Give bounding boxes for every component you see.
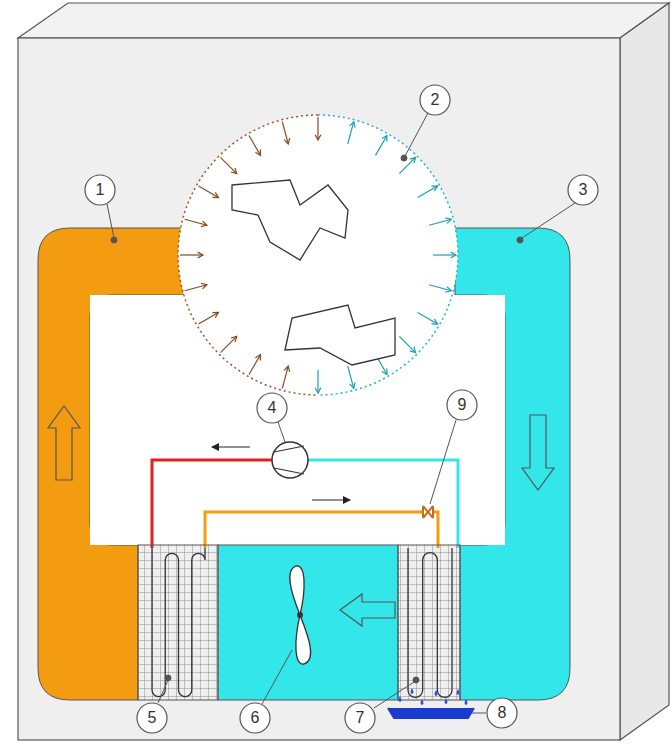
callout-number: 3: [568, 175, 598, 205]
callout-ring: [487, 698, 517, 728]
flow-arrow: [48, 406, 80, 480]
flow-arrow: [340, 594, 395, 626]
callout-ring: [257, 393, 287, 423]
condenser: [138, 545, 218, 700]
housing-side: [620, 3, 669, 740]
drum: [178, 115, 458, 395]
leader-lines: [107, 113, 575, 713]
evaporator: [398, 545, 460, 700]
callout-number: 2: [420, 85, 450, 115]
housing-top: [18, 3, 669, 38]
callout-number: 1: [85, 175, 115, 205]
callout-ring: [85, 175, 115, 205]
callout-number: 5: [137, 703, 167, 733]
laundry: [232, 180, 348, 260]
callout-ring: [345, 703, 375, 733]
callout-number: 9: [447, 390, 477, 420]
hot-gas-line: [152, 460, 272, 548]
compressor: [272, 442, 308, 478]
callout-number: 7: [345, 703, 375, 733]
callout-ring: [568, 175, 598, 205]
callout-number: 4: [257, 393, 287, 423]
liquid-line: [205, 512, 438, 548]
callout-ring: [420, 85, 450, 115]
suction-line: [308, 460, 458, 548]
expansion-valve: [423, 506, 433, 518]
housing-front: [18, 38, 620, 740]
laundry: [285, 305, 395, 365]
callout-number: 6: [240, 703, 270, 733]
callout-ring: [447, 390, 477, 420]
flow-arrow: [522, 415, 554, 490]
callout-ring: [240, 703, 270, 733]
fan-channel: [218, 545, 398, 700]
drip-tray: [388, 708, 474, 718]
callout-ring: [137, 703, 167, 733]
fan: [290, 566, 311, 664]
callout-number: 8: [487, 698, 517, 728]
